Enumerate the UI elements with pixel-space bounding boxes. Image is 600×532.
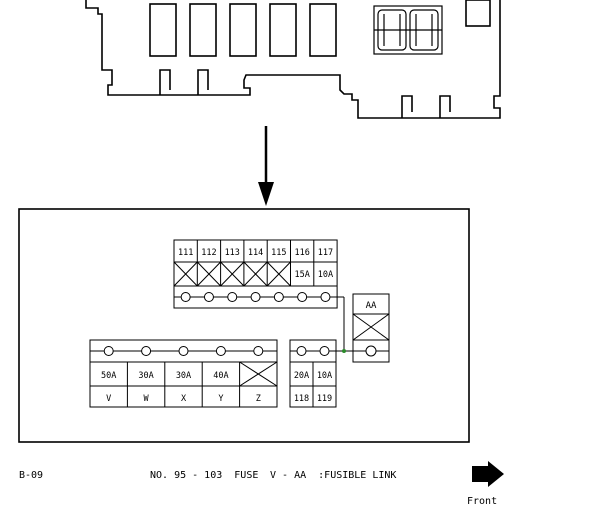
callout-arrow [258,126,274,206]
terminal-circle [203,292,214,302]
fuse-empty-cross [266,261,291,287]
terminal-circle [250,292,261,302]
link-rating: 30A [176,371,191,381]
link-group-frame [89,339,278,408]
terminal-circle [297,292,308,302]
detail-frame [18,208,470,443]
fuse-number: 113 [225,248,240,258]
fuse-number: 118 [294,394,309,404]
fuse-number: 114 [248,248,263,258]
fuse-empty-cross [243,261,268,287]
fuse-number: 119 [317,394,332,404]
fuse-rating: 10A [317,371,332,381]
link-letter: W [144,394,150,404]
link-rating: 30A [138,371,153,381]
terminal-circle [319,346,330,356]
fuse-row-top: 111 112 113 114 115 116 15A 117 10A [173,239,338,309]
fuse-number: 111 [178,248,193,258]
fusible-link-aa [352,293,390,363]
terminal-circle [227,292,238,302]
fuse-empty-cross [196,261,221,287]
link-letter: Y [218,394,223,404]
link-letter: Z [256,394,261,404]
aa-label: AA [366,301,377,311]
terminal-circle [273,292,284,302]
caption-fuse: NO. 95 - 103 FUSE [150,470,259,481]
fuse-rating: 10A [318,270,333,280]
fuse-rating: 20A [294,371,309,381]
link-rating: 50A [101,371,116,381]
terminal-circle [253,346,264,356]
terminal-circle [141,346,152,356]
terminal-circle [215,346,226,356]
fuse-row-bottom: 20A 118 10A 119 [289,339,337,408]
link-letter: X [181,394,187,404]
fuse-row-frame [173,239,338,309]
junction-dot [342,349,346,353]
link-rating: 40A [213,371,228,381]
fuse-empty-cross [173,261,198,287]
terminal-circle [180,292,191,302]
terminal-circle [320,292,331,302]
link-letter: V [106,394,111,404]
fuse-number: 116 [294,248,309,258]
terminal-circle [178,346,189,356]
terminal-circle [103,346,114,356]
front-label: Front [467,496,498,507]
fuse-number: 112 [201,248,216,258]
fuse-empty-cross [239,361,278,387]
fuse-empty-cross [220,261,245,287]
fuse-number: 115 [271,248,286,258]
fuse-number: 117 [318,248,333,258]
fusible-link-group: 50A V 30A W 30A X 40A Y Z [89,339,278,408]
front-arrow-icon [472,461,504,487]
fuse-box-housing [85,0,501,119]
terminal-circle [296,346,307,356]
diagram-code: B-09 [19,470,44,481]
fuse-rating: 15A [294,270,309,280]
housing-fusible-links [373,5,443,55]
caption-fusible-link: V - AA :FUSIBLE LINK [270,470,397,481]
